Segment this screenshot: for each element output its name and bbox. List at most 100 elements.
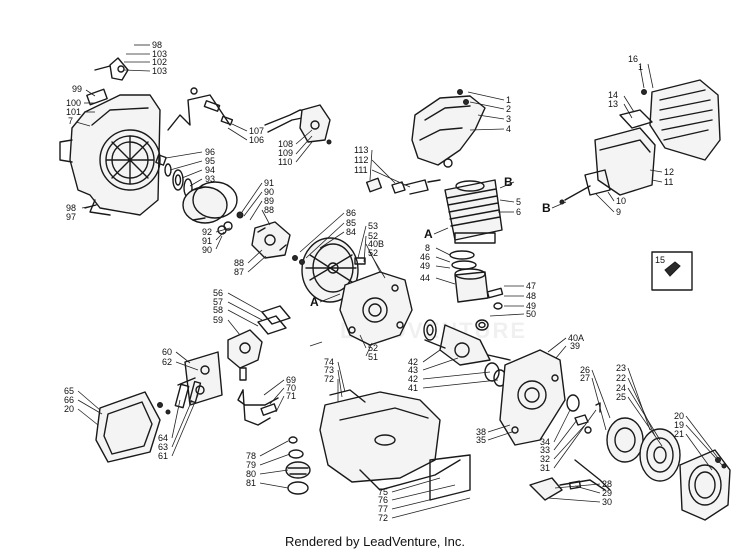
callout: 85 <box>346 218 356 228</box>
callout: 49 <box>526 301 536 311</box>
callout: 42 <box>408 374 418 384</box>
callout: 70 <box>286 383 296 393</box>
callout: 63 <box>158 442 168 452</box>
callout: 99 <box>72 84 82 94</box>
callout: 110 <box>278 157 292 167</box>
starter-housing[interactable] <box>499 349 566 446</box>
callout: 111 <box>354 165 368 175</box>
callout: 102 <box>152 57 167 67</box>
piston[interactable] <box>449 250 504 331</box>
callout: 95 <box>205 156 215 166</box>
callout: 52 <box>368 231 378 241</box>
callout: 73 <box>324 365 334 375</box>
callout: 15 <box>655 255 665 265</box>
callout: 42 <box>408 357 418 367</box>
callout: 107 <box>249 126 264 136</box>
callout: 46 <box>420 252 430 262</box>
recoil-pulley[interactable] <box>574 417 681 491</box>
air-filter-cover[interactable] <box>95 380 202 463</box>
callout: 33 <box>540 445 550 455</box>
callout: 8 <box>425 243 430 253</box>
callout: 53 <box>368 221 378 231</box>
spark-plug[interactable] <box>365 177 441 195</box>
callout: 86 <box>346 208 356 218</box>
callout: 84 <box>346 227 356 237</box>
callout: 41 <box>408 383 418 393</box>
decal-15[interactable] <box>651 251 693 291</box>
cylinder-cover[interactable] <box>411 89 486 168</box>
callout: 61 <box>158 451 168 461</box>
callout: 91 <box>264 178 274 188</box>
callout: 25 <box>616 392 626 402</box>
callout: 2 <box>506 104 511 114</box>
flywheel[interactable] <box>292 237 359 303</box>
callout: 103 <box>152 66 167 76</box>
callout: 44 <box>420 273 430 283</box>
callout: 5 <box>516 197 521 207</box>
callout: 20 <box>674 411 684 421</box>
callout: 32 <box>540 454 550 464</box>
callout: 87 <box>234 267 244 277</box>
callout: 94 <box>205 165 215 175</box>
callout: 27 <box>580 373 590 383</box>
ignition-module[interactable] <box>264 104 332 145</box>
callout: 66 <box>64 395 74 405</box>
callout: 90 <box>264 187 274 197</box>
callout: 29 <box>602 488 612 498</box>
muffler[interactable] <box>559 127 656 205</box>
callout: 22 <box>616 373 626 383</box>
callout: 58 <box>213 305 223 315</box>
callout: 79 <box>246 460 256 470</box>
callout: 98 <box>152 40 162 50</box>
carburetor-assembly[interactable] <box>227 305 291 381</box>
callout: 69 <box>286 375 296 385</box>
callout: 71 <box>286 391 296 401</box>
callout: 57 <box>213 297 223 307</box>
callout: 56 <box>213 288 223 298</box>
crankshaft[interactable] <box>423 319 511 387</box>
starter-handle[interactable] <box>529 477 606 501</box>
callout: 24 <box>616 383 626 393</box>
callout: 88 <box>264 205 274 215</box>
callout: 7 <box>68 116 73 126</box>
callout: 106 <box>249 135 264 145</box>
clutch-drum[interactable] <box>182 181 244 235</box>
callout: 50 <box>526 309 536 319</box>
carb-bracket[interactable] <box>177 351 223 406</box>
callout: 20 <box>64 404 74 414</box>
fuel-line[interactable] <box>237 389 279 426</box>
callout: 97 <box>66 212 76 222</box>
callout: 1 <box>506 95 511 105</box>
callout: 39 <box>570 341 580 351</box>
callout: 103 <box>152 49 167 59</box>
callout: 59 <box>213 315 223 325</box>
callout: 38 <box>476 427 486 437</box>
clutch-shoes[interactable] <box>251 221 291 259</box>
callout: 31 <box>540 463 550 473</box>
callout: 93 <box>205 174 215 184</box>
callout: 108 <box>278 139 293 149</box>
callout: 92 <box>202 227 212 237</box>
crankcase[interactable] <box>339 257 413 346</box>
callout: 21 <box>674 429 684 439</box>
callout: 51 <box>368 352 378 362</box>
fuel-tank[interactable] <box>319 389 471 501</box>
cylinder[interactable] <box>444 179 503 244</box>
blower-housing[interactable] <box>59 57 161 216</box>
callout: 9 <box>616 207 621 217</box>
fuel-cap[interactable] <box>285 436 311 495</box>
callout: 19 <box>674 420 684 430</box>
starter-cover[interactable] <box>679 449 731 521</box>
callout: 52 <box>368 248 378 258</box>
callout: 113 <box>354 145 368 155</box>
callout: 4 <box>506 124 511 134</box>
callout: 30 <box>602 497 612 507</box>
callout: 6 <box>516 207 521 217</box>
marker-a: A <box>424 227 433 241</box>
callout: 49 <box>420 261 430 271</box>
pawl-parts[interactable] <box>566 394 601 434</box>
throttle-cable[interactable] <box>167 87 234 131</box>
callout: 62 <box>162 357 172 367</box>
callout: 43 <box>408 365 418 375</box>
callout: 76 <box>378 495 388 505</box>
